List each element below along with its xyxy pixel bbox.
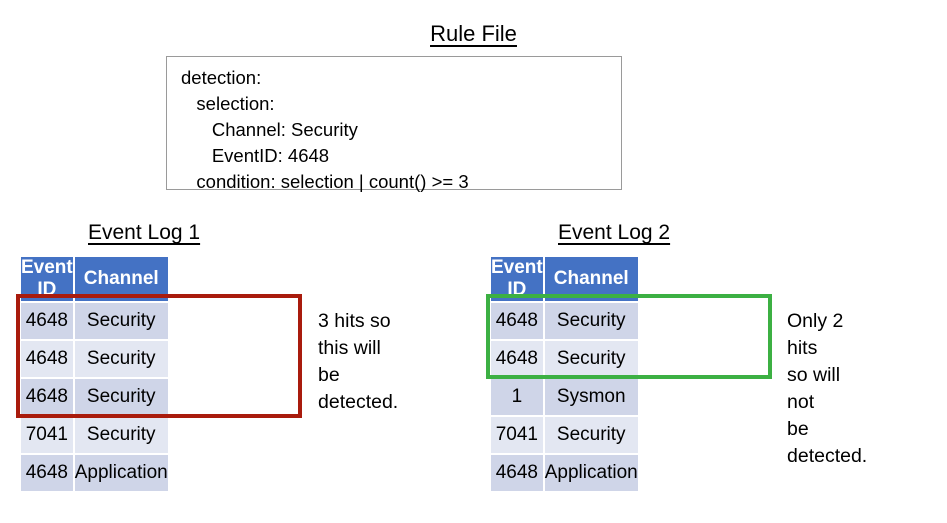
column-header-event-id: Event ID [491,257,543,301]
event-log-2-title: Event Log 2 [558,222,670,243]
cell-channel: Security [74,379,168,415]
event-log-2-table: Event ID Channel 4648 Security 4648 Secu… [489,255,640,493]
event-log-1-title: Event Log 1 [88,222,200,243]
table-row: 4648 Application [491,455,638,491]
cell-event-id: 4648 [21,341,73,377]
event-log-1-title-text: Event Log 1 [88,221,201,244]
table-row: 4648 Security [491,341,638,377]
table-row: 1 Sysmon [491,379,638,415]
table-row: 7041 Security [491,417,638,453]
cell-event-id: 4648 [21,455,73,491]
cell-event-id: 4648 [491,303,543,339]
table-row: 4648 Security [21,341,168,377]
cell-channel: Security [544,303,638,339]
cell-event-id: 7041 [491,417,543,453]
table-row: 4648 Security [21,303,168,339]
rule-file-title: Rule File [0,23,947,45]
rule-line-eventid: EventID: 4648 [181,145,330,166]
cell-event-id: 4648 [21,379,73,415]
event-log-2-title-text: Event Log 2 [558,221,671,244]
cell-channel: Security [74,417,168,453]
column-header-channel: Channel [74,257,168,301]
cell-channel: Application [544,455,638,491]
cell-channel: Security [544,341,638,377]
rule-file-title-text: Rule File [430,21,517,46]
table-header-row: Event ID Channel [491,257,638,301]
cell-channel: Security [74,303,168,339]
rule-file-box: detection: selection: Channel: Security … [166,56,622,192]
cell-event-id: 4648 [21,303,73,339]
table-row: 7041 Security [21,417,168,453]
column-header-channel: Channel [544,257,638,301]
event-log-1-annotation: 3 hits so this will be detected. [318,310,399,413]
rule-line-condition: condition: selection | count() >= 3 [181,171,469,192]
rule-line-channel: Channel: Security [181,119,358,140]
cell-channel: Security [544,417,638,453]
rule-line-selection: selection: [181,93,275,114]
table-row: 4648 Security [21,379,168,415]
event-log-2-annotation: Only 2 hits so will not be detected. [787,310,868,467]
rule-line-detection: detection: [181,67,262,88]
cell-event-id: 4648 [491,455,543,491]
event-log-1-table: Event ID Channel 4648 Security 4648 Secu… [19,255,170,493]
cell-event-id: 4648 [491,341,543,377]
cell-channel: Security [74,341,168,377]
cell-channel: Sysmon [544,379,638,415]
cell-event-id: 7041 [21,417,73,453]
cell-event-id: 1 [491,379,543,415]
table-header-row: Event ID Channel [21,257,168,301]
table-row: 4648 Application [21,455,168,491]
table-row: 4648 Security [491,303,638,339]
column-header-event-id: Event ID [21,257,73,301]
cell-channel: Application [74,455,168,491]
